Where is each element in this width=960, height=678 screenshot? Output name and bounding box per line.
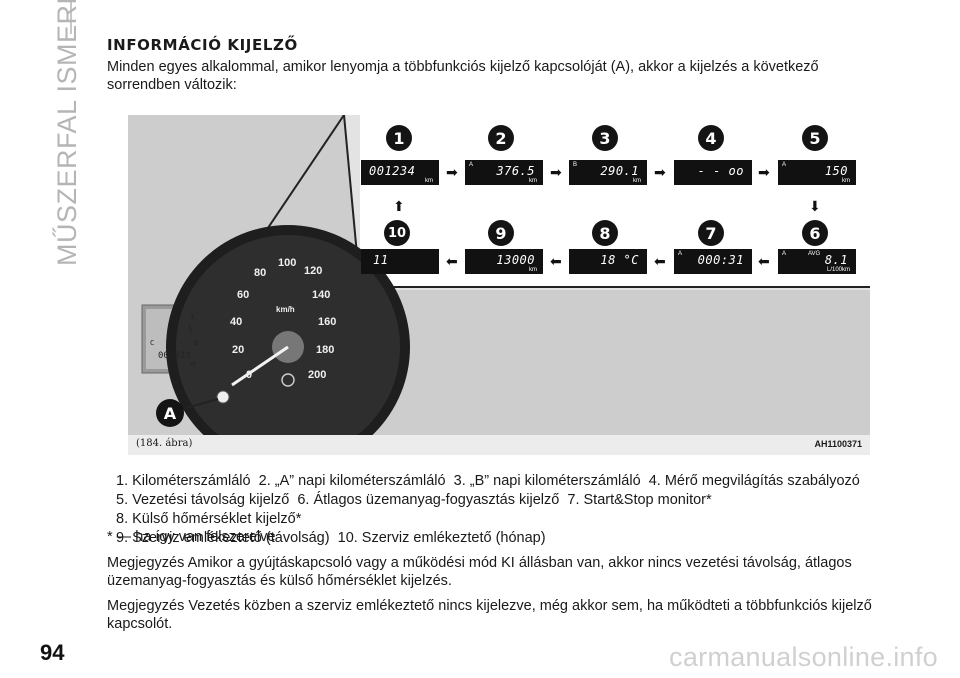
arrow-right-icon: ➡ bbox=[758, 164, 770, 180]
display-5-unit: km bbox=[842, 178, 850, 184]
display-badge-8: 8 bbox=[592, 220, 618, 246]
display-badge-1: 1 bbox=[386, 125, 412, 151]
tick-80: 80 bbox=[254, 267, 267, 279]
speed-tick-labels: 0 20 40 60 80 100 120 140 160 180 200 km… bbox=[128, 115, 870, 435]
arrow-left-icon: ⬅ bbox=[654, 253, 666, 269]
display-1-unit: km bbox=[425, 178, 433, 184]
display-5: A 150 km bbox=[778, 160, 856, 185]
tick-140: 140 bbox=[312, 289, 331, 301]
display-6: A AVG 8.1 L/100km bbox=[778, 249, 856, 274]
display-badge-7: 7 bbox=[698, 220, 724, 246]
list-item: 9. Szerviz emlékeztető (távolság) bbox=[116, 530, 330, 546]
arrow-left-icon: ⬅ bbox=[446, 253, 458, 269]
arrow-up-icon: ⬆ bbox=[393, 198, 405, 214]
display-4-value: - - oo bbox=[697, 164, 744, 178]
temp-cold-label: C bbox=[150, 339, 155, 347]
display-3-unit: km bbox=[633, 178, 641, 184]
display-2-tag: A bbox=[469, 162, 474, 168]
display-2-unit: km bbox=[529, 178, 537, 184]
display-5-value: 150 bbox=[824, 164, 848, 178]
display-badge-4: 4 bbox=[698, 125, 724, 151]
display-1-value: 001234 bbox=[369, 164, 416, 178]
list-item: 3. „B” napi kilométerszámláló bbox=[453, 473, 641, 489]
display-badge-6: 6 bbox=[802, 220, 828, 246]
display-9-unit: km bbox=[529, 267, 537, 273]
display-5-tag: A bbox=[782, 162, 787, 168]
display-4: - - oo bbox=[674, 160, 752, 185]
display-6-tag2: AVG bbox=[808, 251, 821, 257]
tick-20: 20 bbox=[232, 344, 245, 356]
arrow-right-icon: ➡ bbox=[550, 164, 562, 180]
arrow-right-icon: ➡ bbox=[446, 164, 458, 180]
tick-40: 40 bbox=[230, 316, 243, 328]
list-item: 8. Külső hőmérséklet kijelző* bbox=[116, 511, 302, 527]
figure-caption: (184. ábra) bbox=[136, 438, 193, 449]
display-8-value: 18 °C bbox=[600, 253, 639, 267]
watermark: carmanualsonline.info bbox=[669, 642, 938, 672]
section-title: INFORMÁCIÓ KIJELZŐ bbox=[107, 36, 298, 54]
note-paragraph: Megjegyzés Vezetés közben a szerviz emlé… bbox=[107, 598, 872, 632]
figure-image: 0 20 40 60 80 100 120 140 160 180 200 km… bbox=[128, 115, 870, 455]
fuel-full-label: 1 bbox=[190, 313, 195, 321]
list-item: 5. Vezetési távolság kijelző bbox=[116, 492, 290, 508]
speed-unit: km/h bbox=[276, 305, 295, 314]
display-10: 11 bbox=[361, 249, 439, 274]
display-6-value: 8.1 bbox=[824, 253, 848, 267]
section-sidebar-label: MŰSZERFAL ISMERET bbox=[52, 0, 82, 266]
tick-60: 60 bbox=[237, 289, 250, 301]
display-1: 001234 km bbox=[361, 160, 439, 185]
display-badge-2: 2 bbox=[488, 125, 514, 151]
arrow-left-icon: ⬅ bbox=[758, 253, 770, 269]
tick-200: 200 bbox=[308, 369, 327, 381]
callout-a: A bbox=[156, 399, 184, 427]
fuel-empty-label: 0 bbox=[194, 339, 199, 347]
tick-0: 0 bbox=[246, 369, 253, 381]
figure-code: AH1100371 bbox=[814, 439, 862, 449]
arrow-down-icon: ⬇ bbox=[809, 198, 821, 214]
display-10-value: 11 bbox=[373, 253, 389, 267]
list-item: 7. Start&Stop monitor* bbox=[567, 492, 712, 508]
display-2: A 376.5 km bbox=[465, 160, 543, 185]
display-3: B 290.1 km bbox=[569, 160, 647, 185]
display-7-tag: A bbox=[678, 251, 683, 257]
list-item: 6. Átlagos üzemanyag-fogyasztás kijelző bbox=[297, 492, 560, 508]
display-6-unit: L/100km bbox=[826, 267, 850, 273]
arrow-right-icon: ➡ bbox=[654, 164, 666, 180]
display-items-list: 1. Kilométerszámláló 2. „A” napi kilomét… bbox=[116, 472, 896, 548]
display-3-value: 290.1 bbox=[600, 164, 639, 178]
list-item: 10. Szerviz emlékeztető (hónap) bbox=[337, 530, 546, 546]
display-7: A 000:31 bbox=[674, 249, 752, 274]
tick-100: 100 bbox=[278, 257, 297, 269]
display-badge-10: 10 bbox=[384, 220, 410, 246]
display-badge-5: 5 bbox=[802, 125, 828, 151]
list-item: 1. Kilométerszámláló bbox=[116, 473, 251, 489]
display-8: 18 °C bbox=[569, 249, 647, 274]
note-paragraph: Megjegyzés Amikor a gyújtáskapcsoló vagy… bbox=[107, 555, 852, 589]
display-badge-3: 3 bbox=[592, 125, 618, 151]
page-number: 94 bbox=[40, 640, 65, 665]
display-7-value: 000:31 bbox=[697, 253, 744, 267]
display-9-value: 13000 bbox=[496, 253, 535, 267]
cluster-odometer-unit: km bbox=[190, 361, 197, 367]
fuel-half-label: ½ bbox=[188, 325, 193, 333]
display-3-tag: B bbox=[573, 162, 578, 168]
display-badge-9: 9 bbox=[488, 220, 514, 246]
tick-160: 160 bbox=[318, 316, 337, 328]
list-item: 4. Mérő megvilágítás szabályozó bbox=[648, 473, 860, 489]
display-6-tag: A bbox=[782, 251, 787, 257]
side-rule bbox=[70, 0, 72, 34]
footnote: * — ha így van felszerelve bbox=[107, 529, 276, 545]
display-2-value: 376.5 bbox=[496, 164, 535, 178]
display-9: 13000 km bbox=[465, 249, 543, 274]
figure-184: 0 20 40 60 80 100 120 140 160 180 200 km… bbox=[128, 115, 870, 455]
list-item: 2. „A” napi kilométerszámláló bbox=[258, 473, 446, 489]
tick-180: 180 bbox=[316, 344, 335, 356]
cluster-odometer: 000023 bbox=[158, 351, 191, 361]
intro-paragraph: Minden egyes alkalommal, amikor lenyomja… bbox=[107, 59, 819, 93]
arrow-left-icon: ⬅ bbox=[550, 253, 562, 269]
tick-120: 120 bbox=[304, 265, 323, 277]
figure-caption-bar: (184. ábra) AH1100371 bbox=[128, 435, 870, 455]
